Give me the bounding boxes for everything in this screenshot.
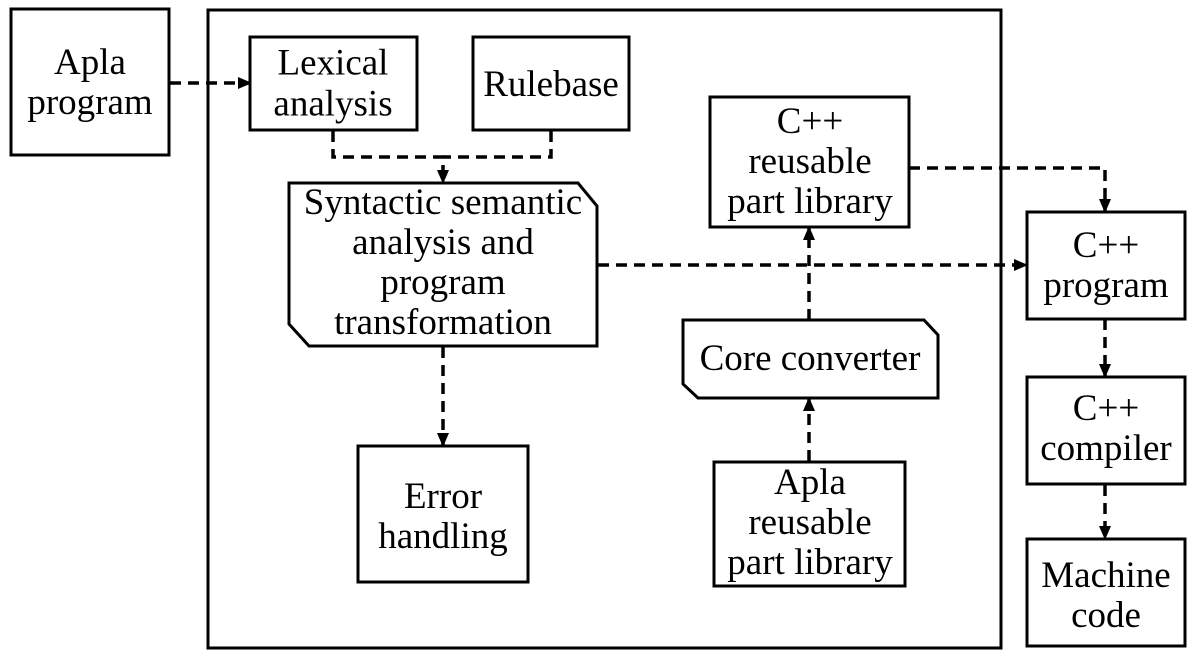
- rulebase-label: Rulebase: [483, 64, 619, 105]
- cpp-compiler-label: C++compiler: [1040, 388, 1172, 469]
- translator-frame: [206, 8, 1003, 650]
- label-line: analysis and: [352, 222, 534, 263]
- label-line: compiler: [1040, 428, 1172, 469]
- label-line: Syntactic semantic: [304, 182, 582, 223]
- label-line: Apla: [774, 462, 846, 503]
- label-line: Error: [404, 476, 482, 517]
- label-line: C++: [777, 101, 843, 142]
- label-line: C++: [1073, 225, 1139, 266]
- label-line: code: [1071, 595, 1141, 636]
- label-line: part library: [727, 542, 893, 583]
- edge-rulebase-to-syntactic: [443, 131, 553, 159]
- label-line: part library: [727, 181, 893, 222]
- label-line: transformation: [334, 302, 552, 343]
- node-cpp-program: C++program: [1025, 210, 1187, 321]
- edge-cpp-library-to-cpp-program: [909, 166, 1111, 213]
- label-line: Core converter: [700, 338, 921, 379]
- label-line: program: [380, 262, 506, 303]
- node-rulebase: Rulebase: [471, 35, 631, 132]
- label-line: Machine: [1041, 555, 1170, 596]
- label-line: Apla: [54, 42, 126, 83]
- edge-lexical-to-syntactic: [331, 131, 449, 184]
- edges: [170, 77, 1111, 540]
- node-cpp-compiler: C++compiler: [1025, 375, 1187, 486]
- core-converter-label: Core converter: [700, 338, 921, 379]
- label-line: program: [1043, 265, 1169, 306]
- node-core-converter: Core converter: [681, 318, 940, 400]
- cpp-program-label: C++program: [1043, 225, 1169, 306]
- label-line: analysis: [273, 84, 392, 125]
- label-line: handling: [378, 516, 507, 557]
- label-line: reusable: [748, 502, 871, 543]
- label-line: Rulebase: [483, 64, 619, 105]
- label-line: program: [27, 82, 153, 123]
- label-line: C++: [1073, 388, 1139, 429]
- label-line: Lexical: [278, 43, 389, 84]
- label-line: reusable: [748, 141, 871, 182]
